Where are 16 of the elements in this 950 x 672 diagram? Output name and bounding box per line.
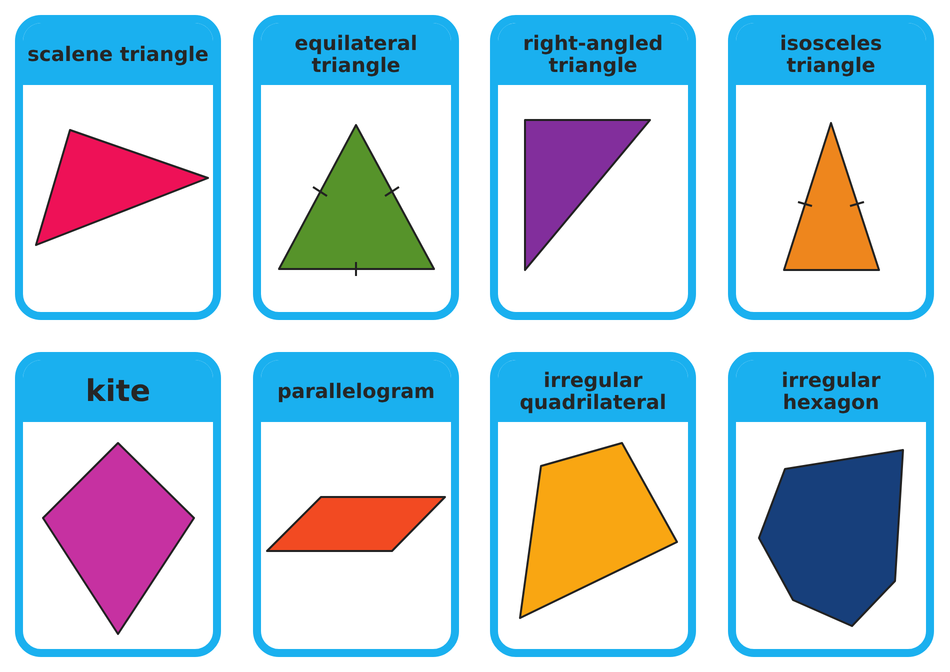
card-title: scalene triangle [26,43,210,65]
shape-card [490,352,696,657]
card-title: irregular quadrilateral [518,369,668,413]
shape-card [15,15,221,320]
shape-card [490,15,696,320]
card-title: irregular hexagon [780,369,882,413]
shape-card [253,15,459,320]
shape-card [728,352,934,657]
card-title: isosceles triangle [778,32,884,76]
card-title: parallelogram [276,380,436,402]
shape-card [728,15,934,320]
card-title: kite [84,374,152,408]
card-title: right-angled triangle [522,32,664,76]
card-title: equilateral triangle [294,32,418,76]
shape-card [15,352,221,657]
shape-card [253,352,459,657]
